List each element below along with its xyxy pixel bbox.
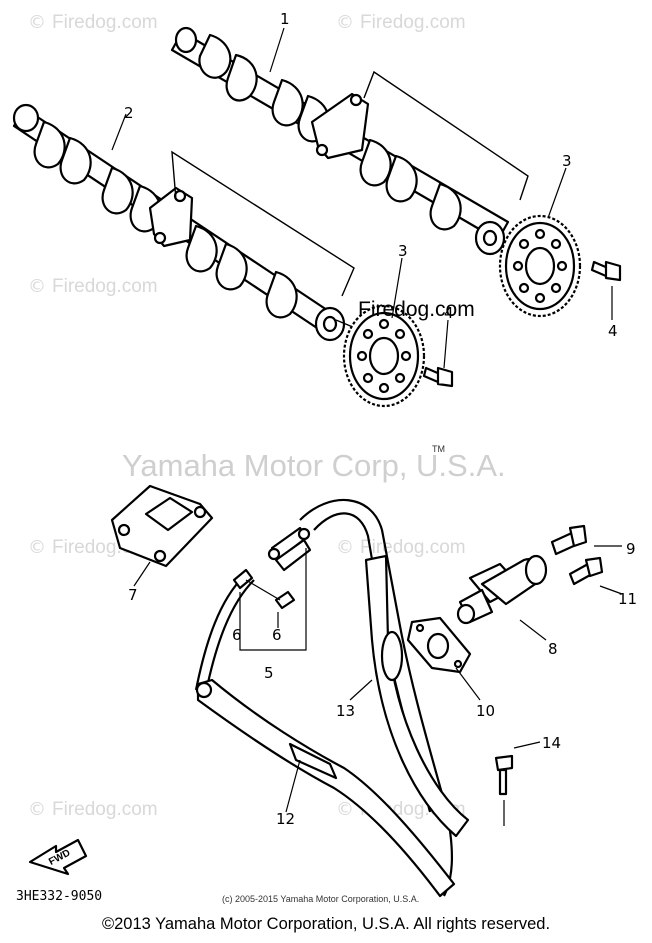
- callout-7: 7: [128, 586, 138, 604]
- svg-text:©: ©: [336, 537, 354, 558]
- callout-2: 2: [124, 104, 134, 122]
- svg-text:©: ©: [28, 537, 46, 558]
- callout-4-right: 4: [608, 322, 618, 340]
- callout-6-right: 6: [272, 626, 282, 644]
- callout-3-right: 3: [562, 152, 572, 170]
- callout-3-left: 3: [398, 242, 408, 260]
- gasket-10: [406, 616, 472, 674]
- svg-text:©: ©: [28, 799, 46, 820]
- center-watermark: Yamaha Motor Corp, U.S.A.: [122, 448, 506, 483]
- svg-text:Firedog.com: Firedog.com: [52, 276, 158, 297]
- svg-text:Firedog.com: Firedog.com: [52, 799, 158, 820]
- bolt-11: [568, 556, 604, 586]
- bolt-4-right: [590, 260, 622, 282]
- watermark-row2-left: © Firedog.com: [28, 276, 158, 297]
- watermark-top-middle: © Firedog.com: [336, 12, 466, 33]
- watermark-row3-middle: © Firedog.com: [336, 537, 466, 558]
- chain-guide-13: [364, 554, 470, 838]
- callout-11: 11: [618, 590, 637, 608]
- bolt-4-left: [422, 366, 454, 388]
- callout-9: 9: [626, 540, 636, 558]
- diagram-code: 3HE332-9050: [16, 889, 102, 904]
- chain-guide-7: [110, 484, 214, 568]
- callout-14: 14: [542, 734, 561, 752]
- callout-8: 8: [548, 640, 558, 658]
- camshaft-2: [12, 103, 346, 342]
- callout-4-left: 4: [444, 304, 454, 322]
- callout-6-left: 6: [232, 626, 242, 644]
- trademark-mark: TM: [432, 444, 445, 454]
- watermark-layer: © Firedog.com © Firedog.com © Firedog.co…: [28, 12, 506, 820]
- svg-text:©: ©: [336, 12, 354, 33]
- svg-text:Firedog.com: Firedog.com: [360, 12, 466, 33]
- fwd-arrow-icon: FWD: [28, 838, 88, 876]
- watermark-row4-left: © Firedog.com: [28, 799, 158, 820]
- svg-text:Firedog.com: Firedog.com: [52, 12, 158, 33]
- svg-text:©: ©: [28, 276, 46, 297]
- callout-12: 12: [276, 810, 295, 828]
- callout-numbers: 1 2 3 3 4 4 5 6 6 7 8 9 10 11 12 13 14: [124, 10, 637, 828]
- firedog-main-watermark: Firedog.com: [358, 298, 475, 321]
- svg-text:Firedog.com: Firedog.com: [360, 537, 466, 558]
- bolt-9: [550, 524, 588, 556]
- svg-text:©: ©: [28, 12, 46, 33]
- sprocket-3-left: [342, 304, 426, 408]
- callout-10: 10: [476, 702, 495, 720]
- chain-guide-12: [195, 678, 456, 898]
- sprocket-3-right: [498, 214, 582, 318]
- watermark-top-left: © Firedog.com: [28, 12, 158, 33]
- callout-13: 13: [336, 702, 355, 720]
- bolt-14: [494, 754, 514, 826]
- chain-link-set-5: [232, 526, 312, 610]
- svg-text:©: ©: [336, 799, 354, 820]
- tensioner-8: [456, 554, 548, 625]
- callout-1: 1: [280, 10, 290, 28]
- callout-leaders: [111, 27, 623, 813]
- small-copyright: (c) 2005-2015 Yamaha Motor Corporation, …: [222, 894, 419, 904]
- footer-copyright: ©2013 Yamaha Motor Corporation, U.S.A. A…: [101, 915, 551, 933]
- callout-5: 5: [264, 664, 274, 682]
- camshaft-1: [170, 26, 510, 256]
